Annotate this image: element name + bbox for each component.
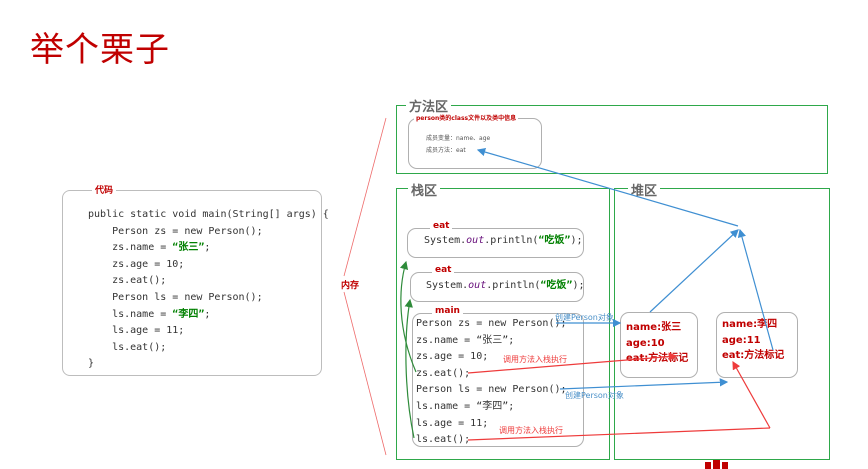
- call-zs-arrow: [467, 352, 678, 374]
- code-line: Person ls = new Person();: [88, 291, 263, 303]
- code-line: Person zs = new Person();: [88, 225, 263, 237]
- ls-age-field: age:11: [722, 334, 761, 346]
- zs-eat-field: eat:方法标记: [626, 353, 689, 364]
- code-line: ls.name = “李四”;: [88, 308, 211, 320]
- eat-frame-2: [410, 272, 584, 302]
- create-ls-note: 创建Person对象: [565, 391, 624, 400]
- main-code-line: zs.name = “张三”;: [416, 334, 515, 346]
- create-ls-arrow: [559, 378, 729, 390]
- call-ls-arrow: [732, 360, 771, 429]
- call-ls-note: 调用方法入栈执行: [499, 426, 563, 435]
- code-line: zs.age = 10;: [88, 258, 185, 270]
- main-to-eat2-arrow: [404, 298, 415, 439]
- eat-frame-1-label: eat: [430, 221, 453, 231]
- method-area-title: 方法区: [406, 96, 452, 115]
- slide-title: 举个栗子: [30, 30, 170, 70]
- main-code-line: ls.name = “李四”;: [416, 400, 515, 412]
- join-to-class-arrow: [476, 147, 739, 227]
- main-code-line: ls.age = 11;: [416, 417, 489, 429]
- memory-bracket-top: [343, 117, 387, 277]
- heap-object-ls: [716, 312, 798, 378]
- code-line: zs.eat();: [88, 275, 167, 287]
- main-code-line: Person zs = new Person();: [416, 318, 567, 329]
- heap-object-zs-text: name:张三 age:10 eat:方法标记: [626, 320, 688, 367]
- heap-object-ls-text: name:李四 age:11 eat:方法标记: [722, 317, 784, 364]
- eat-frame-2-code: System.out.println(“吃饭”);: [426, 280, 585, 291]
- class-info-box: [408, 118, 542, 169]
- zs-age-field: age:10: [626, 337, 665, 349]
- ls-to-method-arrow: [737, 228, 774, 351]
- eat-frame-2-label: eat: [432, 265, 455, 275]
- code-box-label: 代码: [92, 183, 117, 196]
- call-ls-line: [467, 427, 771, 441]
- main-code-line: ls.eat();: [416, 434, 471, 446]
- create-zs-note: 创建Person对象: [555, 313, 614, 322]
- memory-label: 内存: [341, 281, 360, 291]
- main-code-line: zs.eat();: [416, 367, 471, 379]
- method-area-region: [396, 105, 828, 174]
- ls-name-field: name:李四: [722, 319, 778, 330]
- eat-frame-1-code: System.out.println(“吃饭”);: [424, 235, 583, 246]
- main-frame-label: main: [432, 306, 463, 316]
- call-zs-note: 调用方法入栈执行: [503, 355, 567, 364]
- ls-eat-field: eat:方法标记: [722, 350, 785, 361]
- stack-title: 栈区: [408, 180, 441, 199]
- main-code-line: Person ls = new Person();: [416, 384, 567, 396]
- main-to-eat1-arrow: [399, 260, 417, 373]
- main-frame: [412, 313, 584, 447]
- code-line: public static void main(String[] args) {: [88, 209, 329, 220]
- heap-object-zs: [620, 312, 698, 378]
- stack-region: [396, 188, 610, 460]
- code-line: zs.name = “张三”;: [88, 242, 211, 254]
- main-frame-code: Person zs = new Person(); zs.name = “张三”;…: [416, 316, 567, 449]
- footer-logo: [697, 460, 735, 469]
- main-code-line: zs.age = 10;: [416, 351, 489, 363]
- class-fields-text: 成员变量：name、age: [426, 135, 491, 142]
- zs-name-field: name:张三: [626, 322, 682, 333]
- code-line: ls.eat();: [88, 341, 167, 353]
- eat-frame-1: [407, 228, 584, 258]
- class-info-label: person类的class文件以及类中信息: [414, 113, 519, 122]
- zs-to-method-arrow: [649, 229, 739, 313]
- code-listing: public static void main(String[] args) {…: [88, 207, 329, 373]
- code-box: [62, 190, 322, 376]
- heap-title: 堆区: [628, 180, 661, 199]
- code-line: }: [88, 358, 95, 370]
- class-methods-text: 成员方法：eat: [426, 147, 466, 154]
- memory-bracket-bottom: [343, 291, 387, 456]
- code-line: ls.age = 11;: [88, 325, 185, 337]
